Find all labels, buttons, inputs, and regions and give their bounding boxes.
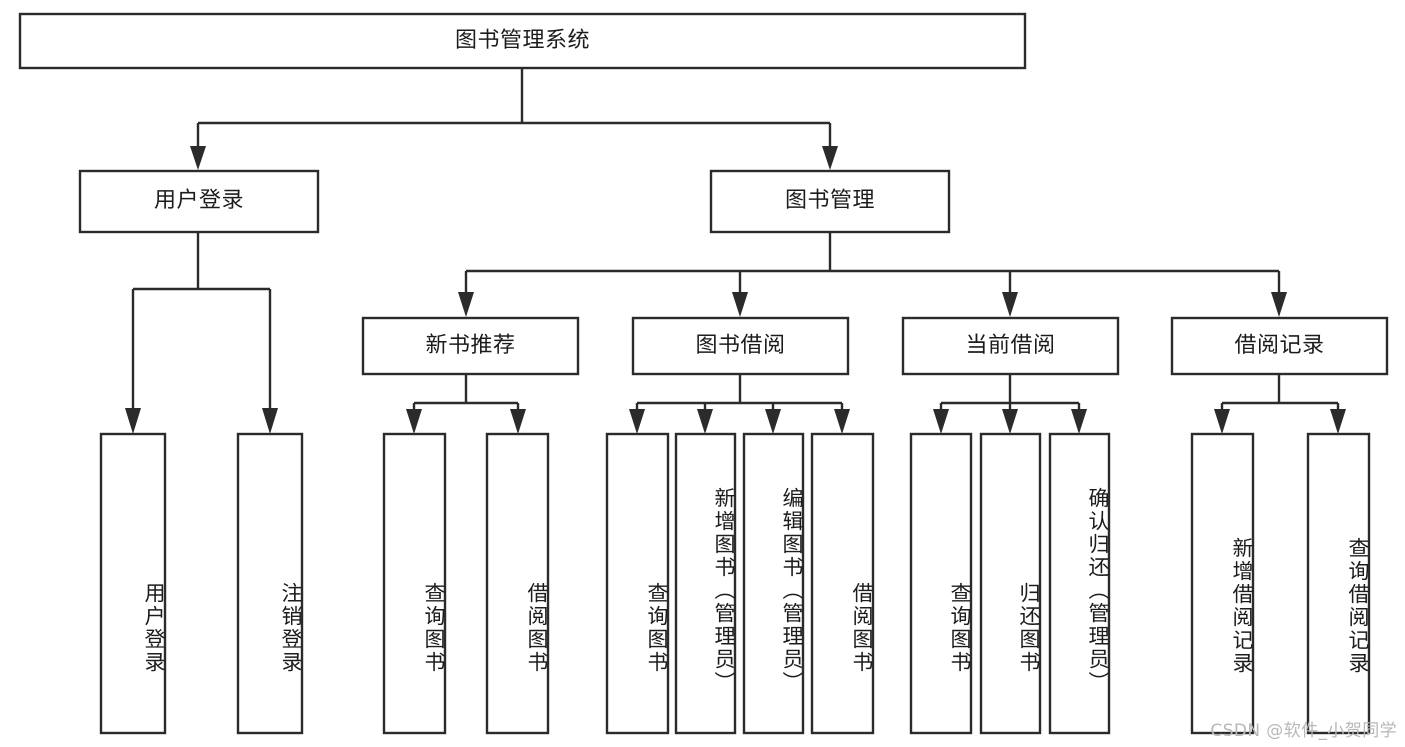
node-box-leaf-user-login[interactable] [99,432,167,735]
arrow-head-leaf-user-login [125,408,141,434]
node-box-leaf-edit-book[interactable] [742,432,805,735]
node-box-leaf-query-book-2[interactable] [605,432,670,735]
node-box-user-login[interactable] [78,169,320,234]
node-box-current-borrow[interactable] [901,316,1120,376]
connector-group-current-borrow [933,374,1087,434]
node-box-leaf-query-record[interactable] [1306,432,1371,735]
connector-group-new-book-rec [406,374,526,434]
connector-group-borrow-record [1214,374,1346,434]
node-box-leaf-query-book-1[interactable] [382,432,447,735]
connector-group-user-login [125,232,278,434]
node-box-root[interactable] [18,12,1027,70]
arrow-head-leaf-logout [262,408,278,434]
node-box-leaf-borrow-book-1[interactable] [485,432,550,735]
arrow-head-leaf-add-book [697,409,713,434]
arrow-head-leaf-edit-book [765,409,781,434]
node-box-borrow-record[interactable] [1170,316,1389,376]
arrow-head-leaf-query-book-2 [629,409,645,434]
arrow-head-book-borrow [732,292,748,317]
arrow-head-leaf-query-record [1330,409,1346,434]
node-box-leaf-logout[interactable] [236,432,304,735]
node-box-leaf-return-book[interactable] [979,432,1042,735]
arrow-head-leaf-add-record [1214,409,1230,434]
node-box-leaf-query-book-3[interactable] [909,432,973,735]
arrow-head-leaf-borrow-book-1 [510,409,526,434]
node-box-leaf-confirm-return[interactable] [1048,432,1111,735]
arrow-head-new-book-rec [458,292,474,317]
arrow-head-user-login [190,146,206,170]
arrow-head-leaf-return-book [1002,409,1018,434]
node-box-book-borrow[interactable] [631,316,850,376]
arrow-head-leaf-confirm-return [1071,409,1087,434]
connector-group-root [190,68,838,170]
connector-group-book-manage [458,232,1287,317]
arrow-head-book-manage [822,146,838,170]
node-box-leaf-borrow-book-2[interactable] [810,432,875,735]
connector-group-book-borrow [629,374,850,434]
arrow-head-borrow-record [1271,292,1287,317]
node-box-leaf-add-book[interactable] [674,432,737,735]
arrow-head-current-borrow [1002,292,1018,317]
arrow-head-leaf-query-book-3 [933,409,949,434]
node-box-new-book-rec[interactable] [361,316,580,376]
arrow-head-leaf-query-book-1 [406,409,422,434]
node-box-leaf-add-record[interactable] [1190,432,1255,735]
node-box-book-manage[interactable] [709,169,951,234]
arrow-head-leaf-borrow-book-2 [834,409,850,434]
